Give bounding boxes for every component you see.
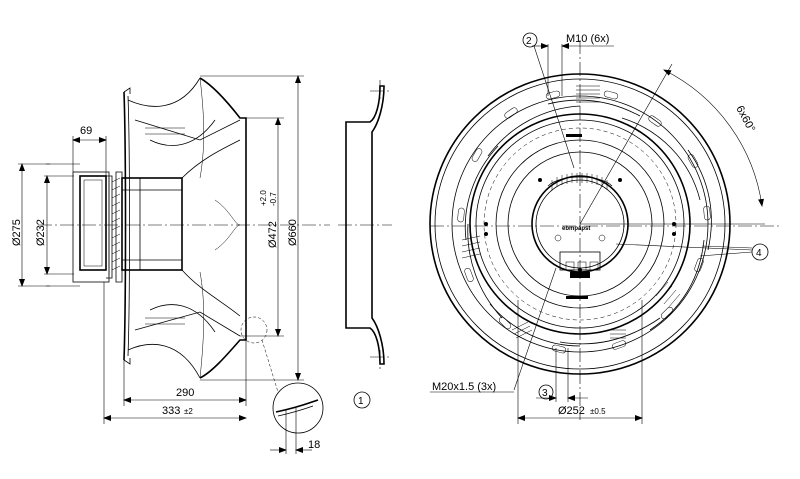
- dimension-len-333: 333 ±2: [103, 282, 247, 424]
- dimension-dia-252: Ø252 ±0.5: [517, 300, 643, 424]
- callout-4: 4: [615, 243, 769, 261]
- callout-3: 3: [536, 348, 588, 402]
- dimension-m20: M20x1.5 (3x): [430, 267, 557, 393]
- brand-mark: ebmpapst: [562, 226, 590, 232]
- dia-252-tol: ±0.5: [590, 407, 606, 416]
- motor-terminal-box: [72, 171, 110, 283]
- detail-18-label: 18: [308, 439, 320, 451]
- dia-275-label: Ø275: [11, 219, 23, 246]
- dimension-width-69: 69: [72, 125, 107, 176]
- front-hatching: [461, 85, 681, 339]
- impeller-backplate: [123, 91, 127, 361]
- callout-3-label: 3: [542, 388, 548, 399]
- dimension-dia-660: Ø660: [200, 75, 304, 381]
- side-view: Ø275 Ø232 69 Ø472 +2.0 -0.7 Ø660: [11, 75, 392, 454]
- inlet-ring-section: [338, 80, 392, 370]
- callout-1-label: 1: [358, 396, 364, 407]
- callout-1: 1: [353, 391, 371, 409]
- len-333-label: 333: [162, 405, 180, 417]
- callout-2-label: 2: [526, 36, 532, 47]
- dia-232-label: Ø232: [35, 219, 47, 246]
- len-333-tol: ±2: [184, 407, 193, 416]
- dimension-dia-275: Ø275: [11, 163, 80, 287]
- motor-face: ebmpapst: [484, 134, 676, 299]
- dia-660-label: Ø660: [287, 219, 299, 246]
- angle-6x60-label: 6x60°: [733, 104, 757, 135]
- front-slots: [457, 90, 711, 354]
- front-view: ebmpapst M10 (6x) 2: [429, 32, 780, 424]
- m10-label: M10 (6x): [566, 33, 609, 45]
- callout-2: 2: [522, 32, 575, 169]
- dia-472-label: Ø472: [267, 221, 279, 248]
- impeller-blades: [127, 77, 247, 379]
- m20-label: M20x1.5 (3x): [432, 381, 496, 393]
- dimension-dia-232: Ø232: [35, 175, 74, 275]
- dia-472-tol-upper: +2.0: [259, 190, 268, 206]
- dimension-dia-472: Ø472 +2.0 -0.7: [240, 117, 284, 337]
- rotor-hub: [121, 177, 183, 271]
- dimension-angle-6x60: 6x60°: [579, 63, 765, 225]
- detail-view: 18: [261, 339, 324, 454]
- motor-housing: [79, 175, 107, 271]
- dimension-len-290: 290: [123, 340, 247, 406]
- len-290-label: 290: [176, 387, 194, 399]
- detail-marker-circle: [240, 316, 268, 344]
- dimension-m10: M10 (6x): [532, 33, 614, 96]
- width-69-label: 69: [80, 125, 92, 137]
- dia-252-label: Ø252: [558, 405, 585, 417]
- motor-cooling-fins: [106, 171, 123, 283]
- callout-4-label: 4: [756, 248, 762, 259]
- dia-472-tol-lower: -0.7: [269, 192, 278, 206]
